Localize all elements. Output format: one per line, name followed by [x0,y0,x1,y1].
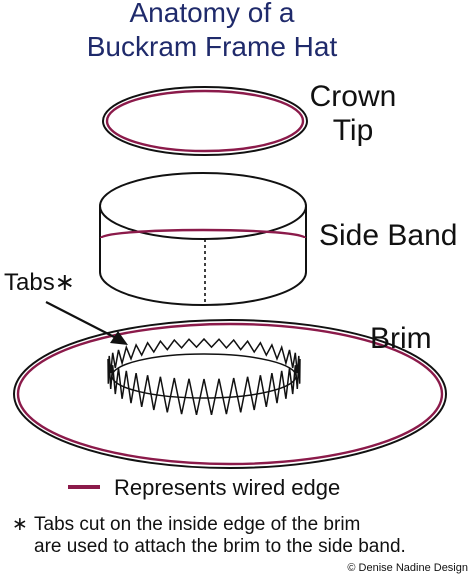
tab-zigzag-line [107,337,301,416]
title-line-1: Anatomy of a [130,0,295,28]
legend-wired-edge: Represents wired edge [114,475,340,500]
copyright: © Denise Nadine Design [347,562,468,574]
brim-tabs-ring [107,337,301,416]
brim-label: Brim [370,322,432,355]
crown-tip-label-line-2: Tip [333,114,374,147]
brim-shape [13,319,447,469]
crown-tip-shape [102,86,308,156]
crown-tip-label-line-1: Crown [310,80,397,113]
side-band-shape [99,172,307,306]
tabs-label: Tabs∗ [4,269,75,296]
footnote-line-1: Tabs cut on the inside edge of the brim [34,514,360,535]
title-line-2: Buckram Frame Hat [87,31,338,62]
tabs-arrow [45,301,128,345]
tab-base-ring [111,353,297,399]
footnote-marker: ∗ [12,514,28,535]
side-band-label: Side Band [319,219,457,252]
footnote-line-2: are used to attach the brim to the side … [34,536,406,557]
